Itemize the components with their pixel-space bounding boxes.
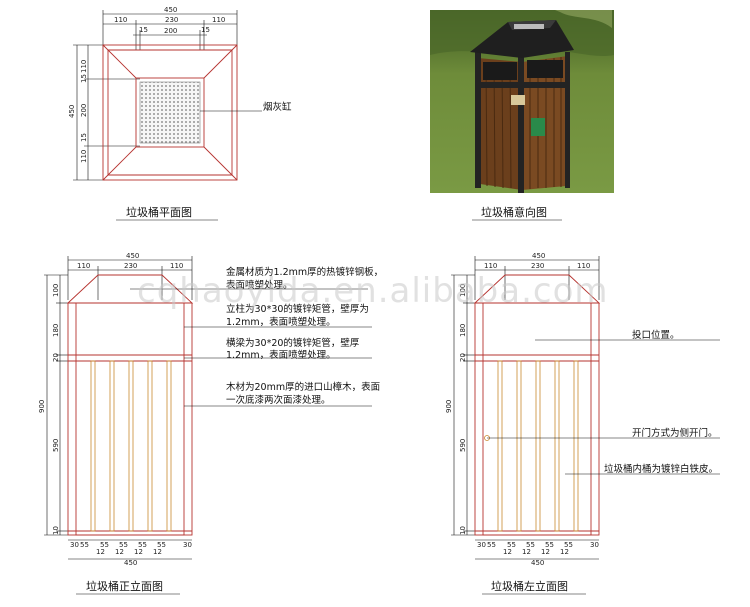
front-dim-left-e: 10 bbox=[52, 526, 60, 535]
front-title: 垃圾桶正立面图 bbox=[86, 579, 163, 593]
photo-title: 垃圾桶意向图 bbox=[481, 205, 547, 219]
front-frame bbox=[67, 302, 193, 536]
ashtray-grid bbox=[139, 81, 201, 144]
side-dim-left-a: 100 bbox=[459, 284, 467, 297]
front-dim-bottom-6: 12 bbox=[134, 548, 143, 556]
plan-dim-left-d: 15 bbox=[80, 133, 88, 142]
plan-dim-left-b: 15 bbox=[80, 74, 88, 83]
front-dim-left-total: 900 bbox=[38, 400, 46, 413]
side-wood-slats bbox=[497, 360, 579, 532]
plan-dim-b: 230 bbox=[165, 16, 178, 24]
front-elevation: 450 110 230 110 100 180 20 590 10 900 bbox=[38, 252, 383, 595]
front-note-7: 一次底漆两次面漆处理。 bbox=[226, 394, 331, 406]
front-dim-bottom-9: 55 bbox=[157, 541, 166, 549]
side-elevation: 450 110 230 110 100 180 20 590 10 900 bbox=[445, 252, 720, 595]
side-notes: 投口位置。 开门方式为侧开门。 垃圾桶内桶为镀锌白铁皮。 bbox=[604, 329, 718, 475]
plan-dim-left-a: 110 bbox=[80, 60, 88, 73]
watermark: cqhaoyida.en.alibaba.com bbox=[137, 271, 609, 311]
plan-ashtray-label: 烟灰缸 bbox=[263, 101, 292, 113]
front-note-4: 横梁为30*20的镀锌矩管，壁厚 bbox=[226, 337, 360, 349]
side-dim-c: 110 bbox=[577, 262, 590, 270]
front-note-1: 表面喷塑处理。 bbox=[226, 279, 293, 291]
front-dim-a: 110 bbox=[77, 262, 90, 270]
side-dim-total: 450 bbox=[532, 252, 545, 260]
side-dim-bottom-total: 450 bbox=[531, 559, 544, 567]
side-title: 垃圾桶左立面图 bbox=[491, 579, 568, 593]
front-dim-c: 110 bbox=[170, 262, 183, 270]
front-dim-bottom-total: 450 bbox=[124, 559, 137, 567]
side-dim-bottom-3: 55 bbox=[507, 541, 516, 549]
front-note-2: 立柱为30*30的镀锌矩管，壁厚为 bbox=[226, 303, 369, 315]
front-dim-bottom-5: 55 bbox=[119, 541, 128, 549]
front-dim-left-b: 180 bbox=[52, 324, 60, 337]
plan-dim-left-e: 110 bbox=[80, 150, 88, 163]
front-note-5: 1.2mm，表面喷塑处理。 bbox=[226, 349, 336, 361]
front-dim-left-a: 100 bbox=[52, 284, 60, 297]
side-dim-left-d: 590 bbox=[459, 439, 467, 452]
side-dim-bottom-4: 12 bbox=[522, 548, 531, 556]
side-dim-bottom-9: 55 bbox=[564, 541, 573, 549]
plan-dim-e: 200 bbox=[164, 27, 177, 35]
side-dim-bottom-1: 55 bbox=[487, 541, 496, 549]
front-dim-left-d: 590 bbox=[52, 439, 60, 452]
front-note-3: 1.2mm，表面喷塑处理。 bbox=[226, 316, 336, 328]
side-dim-bottom-6: 12 bbox=[541, 548, 550, 556]
plan-outer-frame bbox=[102, 44, 238, 181]
front-dim-bottom-0: 30 bbox=[70, 541, 79, 549]
side-dim-bottom-5: 55 bbox=[526, 541, 535, 549]
plan-dim-c: 110 bbox=[212, 16, 225, 24]
front-dim-bottom-3: 55 bbox=[100, 541, 109, 549]
side-dim-left-c: 20 bbox=[459, 353, 467, 362]
plan-dim-d: 15 bbox=[139, 26, 148, 34]
plan-title: 垃圾桶平面图 bbox=[126, 205, 192, 219]
front-wood-slats bbox=[90, 360, 172, 532]
plan-inner-frame bbox=[135, 77, 205, 148]
plan-dim-f: 15 bbox=[201, 26, 210, 34]
side-note-1: 开门方式为侧开门。 bbox=[632, 427, 718, 439]
plan-dim-left-c: 200 bbox=[80, 104, 88, 117]
front-dim-bottom-4: 12 bbox=[115, 548, 124, 556]
side-note-0: 投口位置。 bbox=[632, 329, 680, 341]
side-note-2: 垃圾桶内桶为镀锌白铁皮。 bbox=[604, 463, 718, 475]
front-dim-bottom-8: 12 bbox=[153, 548, 162, 556]
bin-photo bbox=[430, 10, 614, 193]
front-dim-total: 450 bbox=[126, 252, 139, 260]
front-dim-bottom-1: 55 bbox=[80, 541, 89, 549]
front-dim-bottom-10: 30 bbox=[183, 541, 192, 549]
plan-dim-left-total: 450 bbox=[68, 105, 76, 118]
plan-view: 450 110 230 110 15 200 15 450 110 15 200… bbox=[68, 6, 292, 221]
side-dim-bottom-2: 12 bbox=[503, 548, 512, 556]
side-dim-bottom-10: 30 bbox=[590, 541, 599, 549]
side-dim-b: 230 bbox=[531, 262, 544, 270]
front-notes: 金属材质为1.2mm厚的热镀锌钢板， 表面喷塑处理。 立柱为30*30的镀锌矩管… bbox=[226, 266, 383, 406]
side-dim-bottom-0: 30 bbox=[477, 541, 486, 549]
front-note-6: 木材为20mm厚的进口山樟木，表面 bbox=[226, 381, 380, 393]
plan-dim-a: 110 bbox=[114, 16, 127, 24]
front-dim-bottom-7: 55 bbox=[138, 541, 147, 549]
recycle-sign-icon bbox=[531, 118, 545, 136]
side-dim-left-total: 900 bbox=[445, 400, 453, 413]
side-dim-a: 110 bbox=[484, 262, 497, 270]
front-note-0: 金属材质为1.2mm厚的热镀锌钢板， bbox=[226, 266, 383, 278]
side-dim-left-e: 10 bbox=[459, 526, 467, 535]
front-dim-b: 230 bbox=[124, 262, 137, 270]
bin-roof bbox=[470, 20, 574, 58]
side-frame bbox=[474, 302, 600, 536]
front-dim-left-c: 20 bbox=[52, 353, 60, 362]
front-dim-bottom-2: 12 bbox=[96, 548, 105, 556]
side-dim-bottom-8: 12 bbox=[560, 548, 569, 556]
side-dim-left-b: 180 bbox=[459, 324, 467, 337]
side-dim-bottom-7: 55 bbox=[545, 541, 554, 549]
plan-dim-total: 450 bbox=[164, 6, 177, 14]
